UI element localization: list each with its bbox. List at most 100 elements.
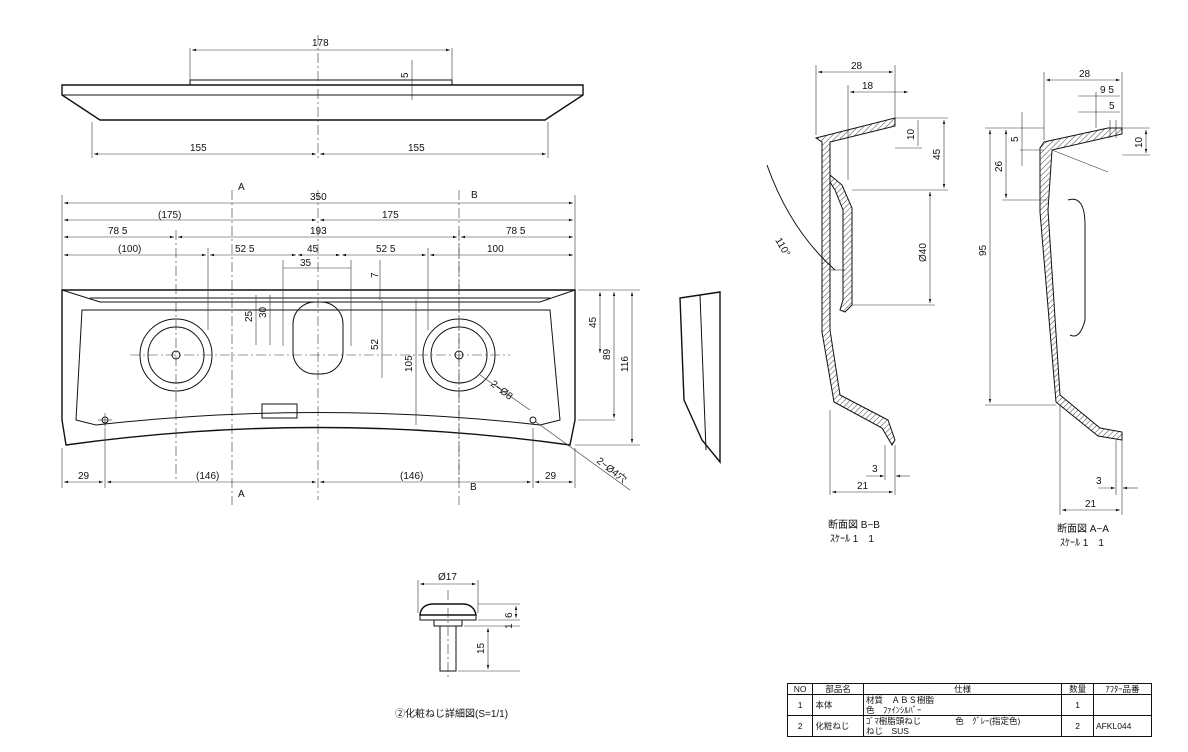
bb-dim-10: 10	[906, 128, 917, 140]
section-b-top: B	[471, 190, 478, 201]
aa-dim-95: 95	[978, 244, 989, 256]
row1-name: 本体	[812, 694, 864, 716]
dim-30: 30	[258, 306, 269, 318]
dim-175-paren: (175)	[158, 210, 181, 221]
aa-dim-21: 21	[1085, 499, 1097, 510]
side-view	[679, 291, 721, 464]
row1-no: 1	[786, 694, 814, 716]
top-view-outline	[61, 84, 584, 121]
screw-detail: Ø17 6 1 15 ②化粧ねじ詳細図(S=1/1)	[395, 572, 520, 720]
dim-89: 89	[602, 348, 613, 360]
section-bb-wall	[814, 117, 896, 446]
bb-dim-28: 28	[851, 61, 863, 72]
hole-4-label: 2−Ø4穴	[594, 454, 629, 486]
aa-dim-28: 28	[1079, 69, 1091, 80]
aa-scale: ｽｹｰﾙ 1 1	[1060, 537, 1104, 549]
front-view-outline	[61, 289, 576, 446]
screw-dim-17: Ø17	[438, 572, 457, 583]
dim-7: 7	[370, 272, 381, 278]
dim-5-top: 5	[400, 72, 411, 78]
dim-78-5-left: 78 5	[108, 226, 128, 237]
aa-dim-9-5: 9 5	[1100, 85, 1114, 96]
dim-116: 116	[620, 356, 631, 372]
section-bb: 110° 28 18 10 45 Ø40 3 21 断面図 B−B ｽｹｰﾙ 1…	[766, 61, 948, 545]
bb-dim-45: 45	[932, 148, 943, 160]
row1-qty: 1	[1061, 694, 1094, 716]
dim-100-paren: (100)	[118, 244, 141, 255]
header-part-name: 部品名	[812, 683, 864, 695]
screw-dim-15: 15	[476, 642, 487, 654]
row2-part-no: AFKL044	[1092, 715, 1153, 737]
screw-detail-title: ②化粧ねじ詳細図(S=1/1)	[395, 707, 508, 720]
table-row: 1 本体 材質 ＡＢＳ樹脂 1	[786, 694, 1153, 716]
bb-title: 断面図 B−B	[828, 518, 880, 531]
header-spec: 仕様	[862, 683, 1063, 695]
aa-dim-26: 26	[994, 160, 1005, 172]
row2-name: 化粧ねじ	[812, 715, 864, 737]
screw-dim-1: 1	[504, 623, 515, 629]
dim-350: 350	[310, 192, 327, 203]
dim-29-right: 29	[545, 471, 557, 482]
dim-146-right: (146)	[400, 471, 423, 482]
bb-dim-40: Ø40	[918, 243, 929, 262]
small-tab	[261, 403, 298, 419]
angle-110: 110°	[772, 236, 792, 259]
aa-dim-5-left: 5	[1010, 136, 1021, 142]
row2-qty: 2	[1061, 715, 1094, 737]
bb-dim-21: 21	[857, 481, 869, 492]
row2-no: 2	[786, 715, 814, 737]
section-aa-wall	[1039, 127, 1123, 441]
dim-52: 52	[370, 338, 381, 350]
bb-dim-18: 18	[862, 81, 874, 92]
section-bb-boss	[829, 173, 853, 313]
top-view-raised	[189, 79, 453, 85]
dim-175: 175	[382, 210, 399, 221]
row2-spec2: ねじ SUS	[862, 726, 1063, 737]
aa-title: 断面図 A−A	[1057, 522, 1109, 535]
top-view: 178 5 155 155	[61, 35, 584, 160]
row1-spec1: 材質 ＡＢＳ樹脂	[862, 694, 1063, 705]
parts-table: NO 部品名 仕様 数量 ｱﾌﾀｰ品番 1 本体 材質 ＡＢＳ樹脂 1 色 ﾌｧ…	[786, 683, 1153, 737]
front-view: A A B B 350 (175) 175 78 5 193 78 5 (100…	[61, 182, 640, 505]
dim-105: 105	[404, 355, 415, 372]
side-view-outline	[679, 291, 721, 464]
row2-spec1: ｺﾞﾏ樹脂頭ねじ 色 ｸﾞﾚｰ(指定色)	[862, 715, 1063, 726]
dim-155-right: 155	[408, 143, 425, 154]
front-view-inner-top	[61, 289, 576, 303]
dim-100: 100	[487, 244, 504, 255]
screw-dim-6: 6	[504, 612, 515, 618]
row1-spec2: 色 ﾌｧｲﾝｼﾙﾊﾞｰ	[862, 705, 1063, 716]
section-a-top: A	[238, 182, 245, 193]
dim-193: 193	[310, 226, 327, 237]
dim-52-5-right: 52 5	[376, 244, 396, 255]
section-b-bottom: B	[470, 482, 477, 493]
table-row-cont: ねじ SUS	[788, 726, 1152, 737]
dim-178: 178	[312, 38, 329, 49]
dim-29-left: 29	[78, 471, 90, 482]
aa-dim-5-top: 5	[1109, 101, 1115, 112]
dim-25: 25	[244, 310, 255, 322]
row1-part-no	[1092, 694, 1153, 716]
aa-dim-10: 10	[1134, 136, 1145, 148]
bb-scale: ｽｹｰﾙ 1 1	[830, 533, 874, 545]
dim-45: 45	[307, 244, 319, 255]
parts-table-header: NO 部品名 仕様 数量 ｱﾌﾀｰ品番	[786, 683, 1153, 695]
section-aa-rib	[1067, 198, 1086, 337]
dim-45-right: 45	[588, 316, 599, 328]
header-part-number: ｱﾌﾀｰ品番	[1092, 683, 1153, 695]
aa-dim-3: 3	[1096, 476, 1102, 487]
bb-dim-3: 3	[872, 464, 878, 475]
dim-146-left: (146)	[196, 471, 219, 482]
header-no: NO	[786, 683, 814, 695]
screw-head	[419, 603, 477, 616]
header-qty: 数量	[1061, 683, 1094, 695]
front-view-inner	[75, 309, 561, 426]
dim-155-left: 155	[190, 143, 207, 154]
dim-78-5-right: 78 5	[506, 226, 526, 237]
hole-8-label: 2−Ø8	[488, 379, 515, 403]
dim-35: 35	[300, 258, 312, 269]
section-a-bottom: A	[238, 489, 245, 500]
table-row: 2 化粧ねじ ｺﾞﾏ樹脂頭ねじ 色 ｸﾞﾚｰ(指定色) 2 AFKL044	[786, 715, 1153, 737]
